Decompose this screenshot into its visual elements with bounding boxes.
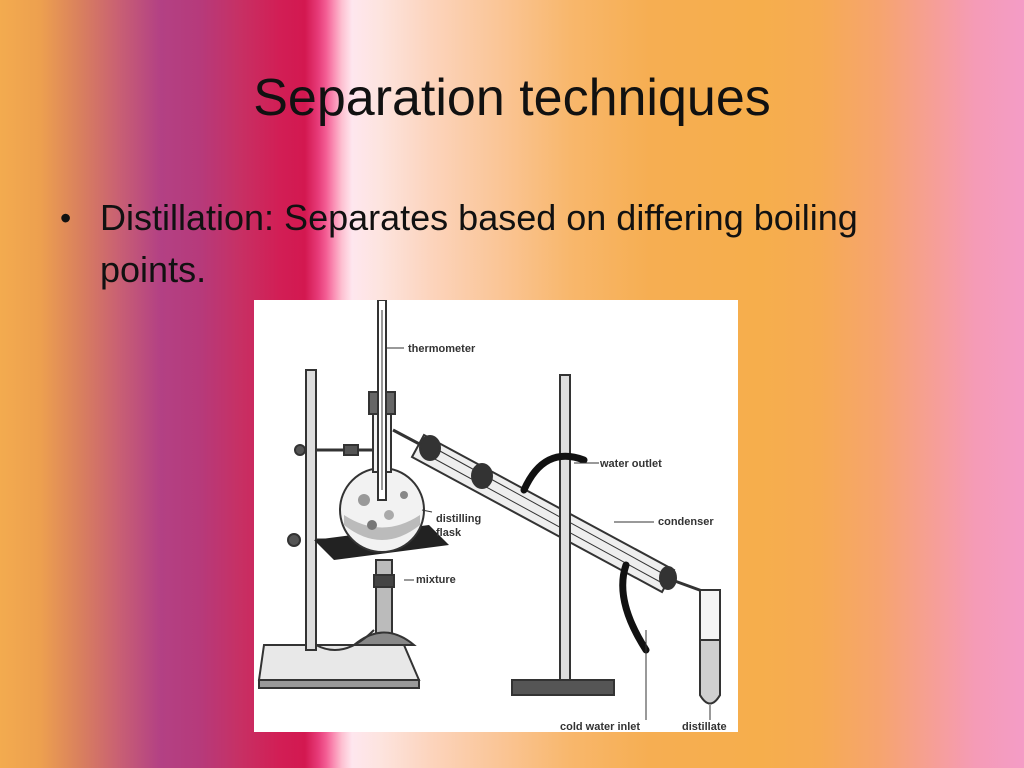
label-condenser: condenser bbox=[658, 516, 714, 528]
condenser-tube bbox=[392, 428, 717, 598]
bullet-dot-icon: • bbox=[60, 200, 72, 236]
label-mixture: mixture bbox=[416, 574, 456, 586]
label-thermometer: thermometer bbox=[408, 343, 476, 355]
distillation-apparatus-drawing: thermometer water outlet distilling flas… bbox=[257, 300, 727, 732]
slide-title: Separation techniques bbox=[253, 69, 771, 127]
label-flask: flask bbox=[436, 527, 462, 539]
label-distillate: distillate bbox=[682, 721, 727, 732]
label-cold-water-inlet: cold water inlet bbox=[560, 721, 640, 732]
collection-test-tube bbox=[699, 589, 721, 705]
distillation-diagram: thermometer water outlet distilling flas… bbox=[254, 300, 738, 732]
thermometer-icon bbox=[377, 300, 387, 501]
bullet-text: Distillation: Separates based on differi… bbox=[100, 197, 858, 290]
label-distilling: distilling bbox=[436, 513, 481, 525]
label-leader-lines bbox=[386, 347, 711, 720]
label-water-outlet: water outlet bbox=[599, 458, 662, 470]
left-ring-stand bbox=[257, 369, 421, 689]
right-ring-stand bbox=[511, 374, 615, 696]
bunsen-burner bbox=[315, 559, 417, 651]
water-hoses bbox=[520, 452, 650, 654]
